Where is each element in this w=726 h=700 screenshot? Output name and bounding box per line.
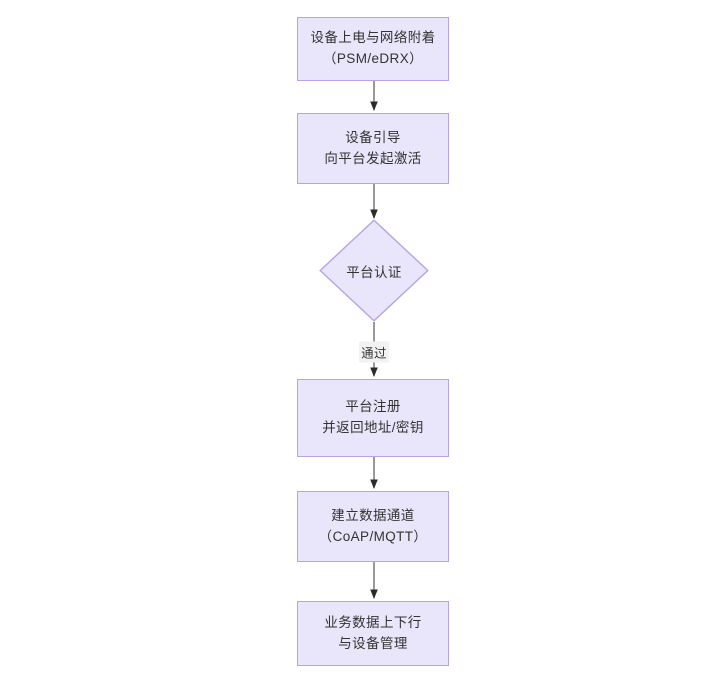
node-data-channel-line1: 建立数据通道: [331, 507, 415, 523]
node-bootstrap[interactable]: 设备引导 向平台发起激活: [297, 113, 449, 184]
node-platform-register-line1: 平台注册: [345, 399, 401, 415]
node-service-data-line2: 与设备管理: [338, 635, 408, 651]
node-power-on[interactable]: 设备上电与网络附着 （PSM/eDRX）: [297, 17, 449, 81]
node-power-on-line1: 设备上电与网络附着: [310, 30, 436, 46]
node-platform-auth[interactable]: 平台认证: [319, 219, 429, 322]
node-data-channel[interactable]: 建立数据通道 （CoAP/MQTT）: [297, 491, 449, 562]
node-bootstrap-line1: 设备引导: [345, 129, 401, 145]
node-platform-register-line2: 并返回地址/密钥: [322, 420, 424, 435]
node-service-data-line1: 业务数据上下行: [324, 614, 422, 630]
diamond-shape: [319, 219, 429, 322]
edge-label-pass: 通过: [359, 341, 389, 363]
node-platform-auth-label: 平台认证: [346, 264, 402, 280]
node-bootstrap-line2: 向平台发起激活: [324, 150, 422, 166]
node-power-on-line2: （PSM/eDRX）: [322, 51, 424, 66]
node-data-channel-line2: （CoAP/MQTT）: [318, 528, 428, 544]
node-service-data[interactable]: 业务数据上下行 与设备管理: [297, 601, 449, 666]
node-platform-register[interactable]: 平台注册 并返回地址/密钥: [297, 379, 449, 457]
